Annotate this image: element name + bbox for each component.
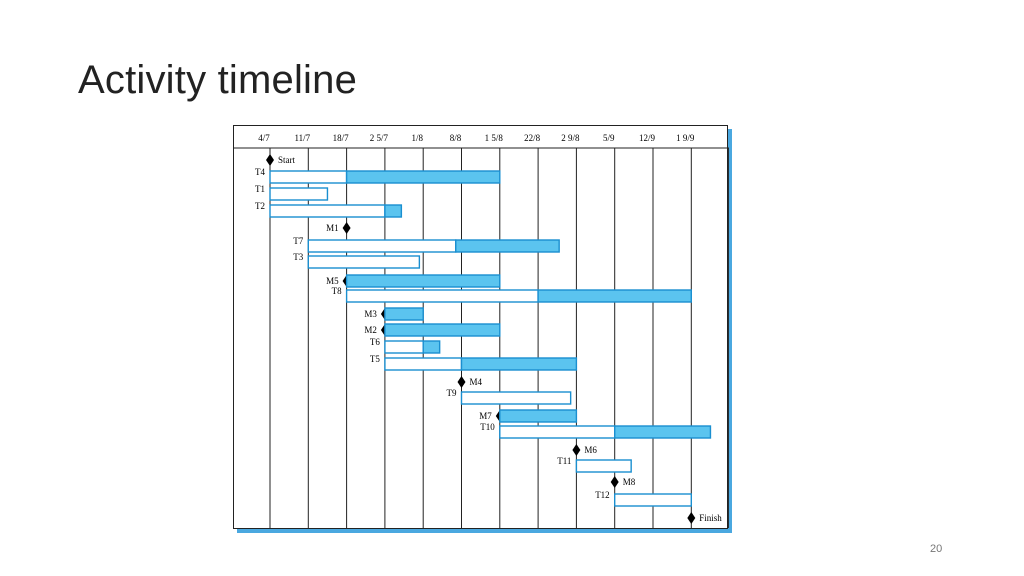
task-label: T8 <box>332 286 342 296</box>
solid-bar <box>384 307 424 321</box>
date-tick-label: 12/9 <box>639 133 656 143</box>
milestone-label: M3 <box>364 309 377 319</box>
float-bar <box>537 289 693 303</box>
task-bar <box>575 459 632 473</box>
milestone-label: M8 <box>623 477 636 487</box>
task-bar <box>460 391 572 405</box>
task-bar <box>614 493 693 507</box>
task-label: T6 <box>370 337 380 347</box>
float-bar <box>614 425 712 439</box>
float-bar <box>455 239 560 253</box>
solid-bar <box>384 323 501 337</box>
date-tick-label: 11/7 <box>294 133 310 143</box>
date-tick-label: 2 9/8 <box>561 133 580 143</box>
date-tick-label: 18/7 <box>333 133 350 143</box>
task-bar <box>269 170 348 184</box>
task-bar <box>307 255 421 269</box>
task-bar <box>307 239 457 253</box>
float-bar <box>345 170 501 184</box>
date-tick-label: 22/8 <box>524 133 541 143</box>
task-bar <box>269 204 386 218</box>
date-tick-label: 5/9 <box>603 133 615 143</box>
milestone-label: M7 <box>479 411 492 421</box>
task-bar <box>345 289 539 303</box>
date-tick-label: 8/8 <box>450 133 462 143</box>
task-label: T12 <box>595 490 610 500</box>
task-label: T2 <box>255 201 265 211</box>
milestone-label: M2 <box>364 325 377 335</box>
task-label: T1 <box>255 184 265 194</box>
solid-bar <box>499 409 578 423</box>
task-bar <box>384 340 424 354</box>
milestone-marker <box>342 222 351 234</box>
milestone-label: M6 <box>584 445 597 455</box>
task-label: T11 <box>557 456 571 466</box>
task-label: T10 <box>480 422 495 432</box>
gantt-chart: 4/7 11/7 18/7 2 5/7 1/8 8/8 1 5/8 22/8 2 9/8 5/9 1… <box>233 125 729 529</box>
float-bar <box>384 204 403 218</box>
task-label: T7 <box>293 236 303 246</box>
date-tick-label: 1 9/9 <box>676 133 695 143</box>
milestone-label: Start <box>278 155 295 165</box>
task-label: T3 <box>293 252 303 262</box>
date-tick-label: 1 5/8 <box>485 133 504 143</box>
milestone-label: M5 <box>326 276 339 286</box>
slide-title: Activity timeline <box>78 58 358 102</box>
page-number: 20 <box>930 543 943 555</box>
float-bar <box>460 357 578 371</box>
date-tick-label: 2 5/7 <box>370 133 389 143</box>
milestone-marker <box>687 512 696 524</box>
milestone-label: M4 <box>470 377 483 387</box>
task-bar <box>499 425 616 439</box>
date-tick-label: 1/8 <box>411 133 423 143</box>
task-label: T5 <box>370 354 380 364</box>
milestone-marker <box>610 476 619 488</box>
task-label: T9 <box>447 388 457 398</box>
milestone-marker <box>572 444 581 456</box>
milestone-marker <box>266 154 274 166</box>
timeline-svg: 4/7 11/7 18/7 2 5/7 1/8 8/8 1 5/8 22/8 2 9/8 5/9 1… <box>234 133 729 528</box>
milestone-label: Finish <box>699 513 722 523</box>
task-bar <box>269 187 329 201</box>
solid-bar <box>345 274 501 288</box>
date-tick-label: 4/7 <box>258 133 270 143</box>
milestone-label: M1 <box>326 223 339 233</box>
task-label: T4 <box>255 167 265 177</box>
float-bar <box>422 340 441 354</box>
milestone-marker <box>457 376 466 388</box>
task-bar <box>384 357 463 371</box>
